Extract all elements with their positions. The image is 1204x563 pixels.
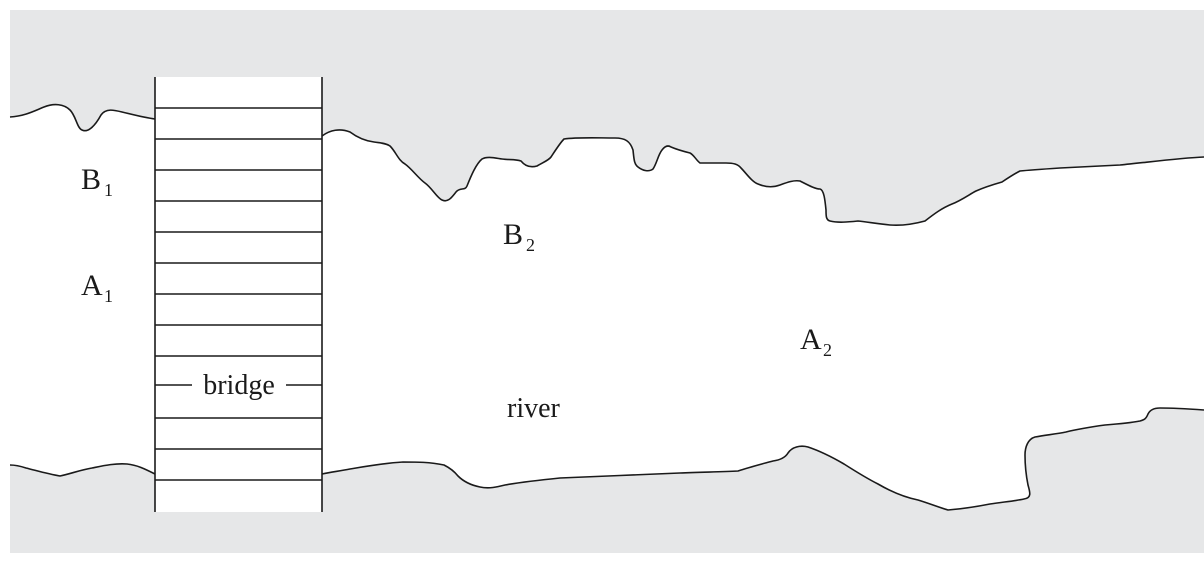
label-b2: B 2 [503, 218, 535, 255]
label-b1-letter: B [81, 163, 101, 196]
bridge-label-backdrop [178, 370, 298, 400]
upper-bank-left-edge [9, 103, 156, 132]
label-b1: B 1 [81, 163, 113, 200]
upper-bank-right-edge [321, 129, 1204, 227]
river-label: river [507, 393, 561, 424]
bridge-label: bridge [203, 370, 275, 401]
label-a1-subscript: 1 [104, 286, 113, 306]
bridge: bridge [154, 77, 323, 512]
label-a2: A 2 [800, 323, 832, 360]
label-a2-letter: A [800, 323, 822, 356]
lower-bank-left-edge [9, 463, 156, 477]
label-b1-subscript: 1 [104, 180, 113, 200]
label-b2-subscript: 2 [526, 235, 535, 255]
label-b2-letter: B [503, 218, 523, 251]
label-a1-letter: A [81, 269, 103, 302]
bridge-planks [155, 107, 322, 481]
label-a2-subscript: 2 [823, 340, 832, 360]
label-a1: A 1 [81, 269, 113, 306]
lower-bank-right-edge [321, 407, 1204, 511]
